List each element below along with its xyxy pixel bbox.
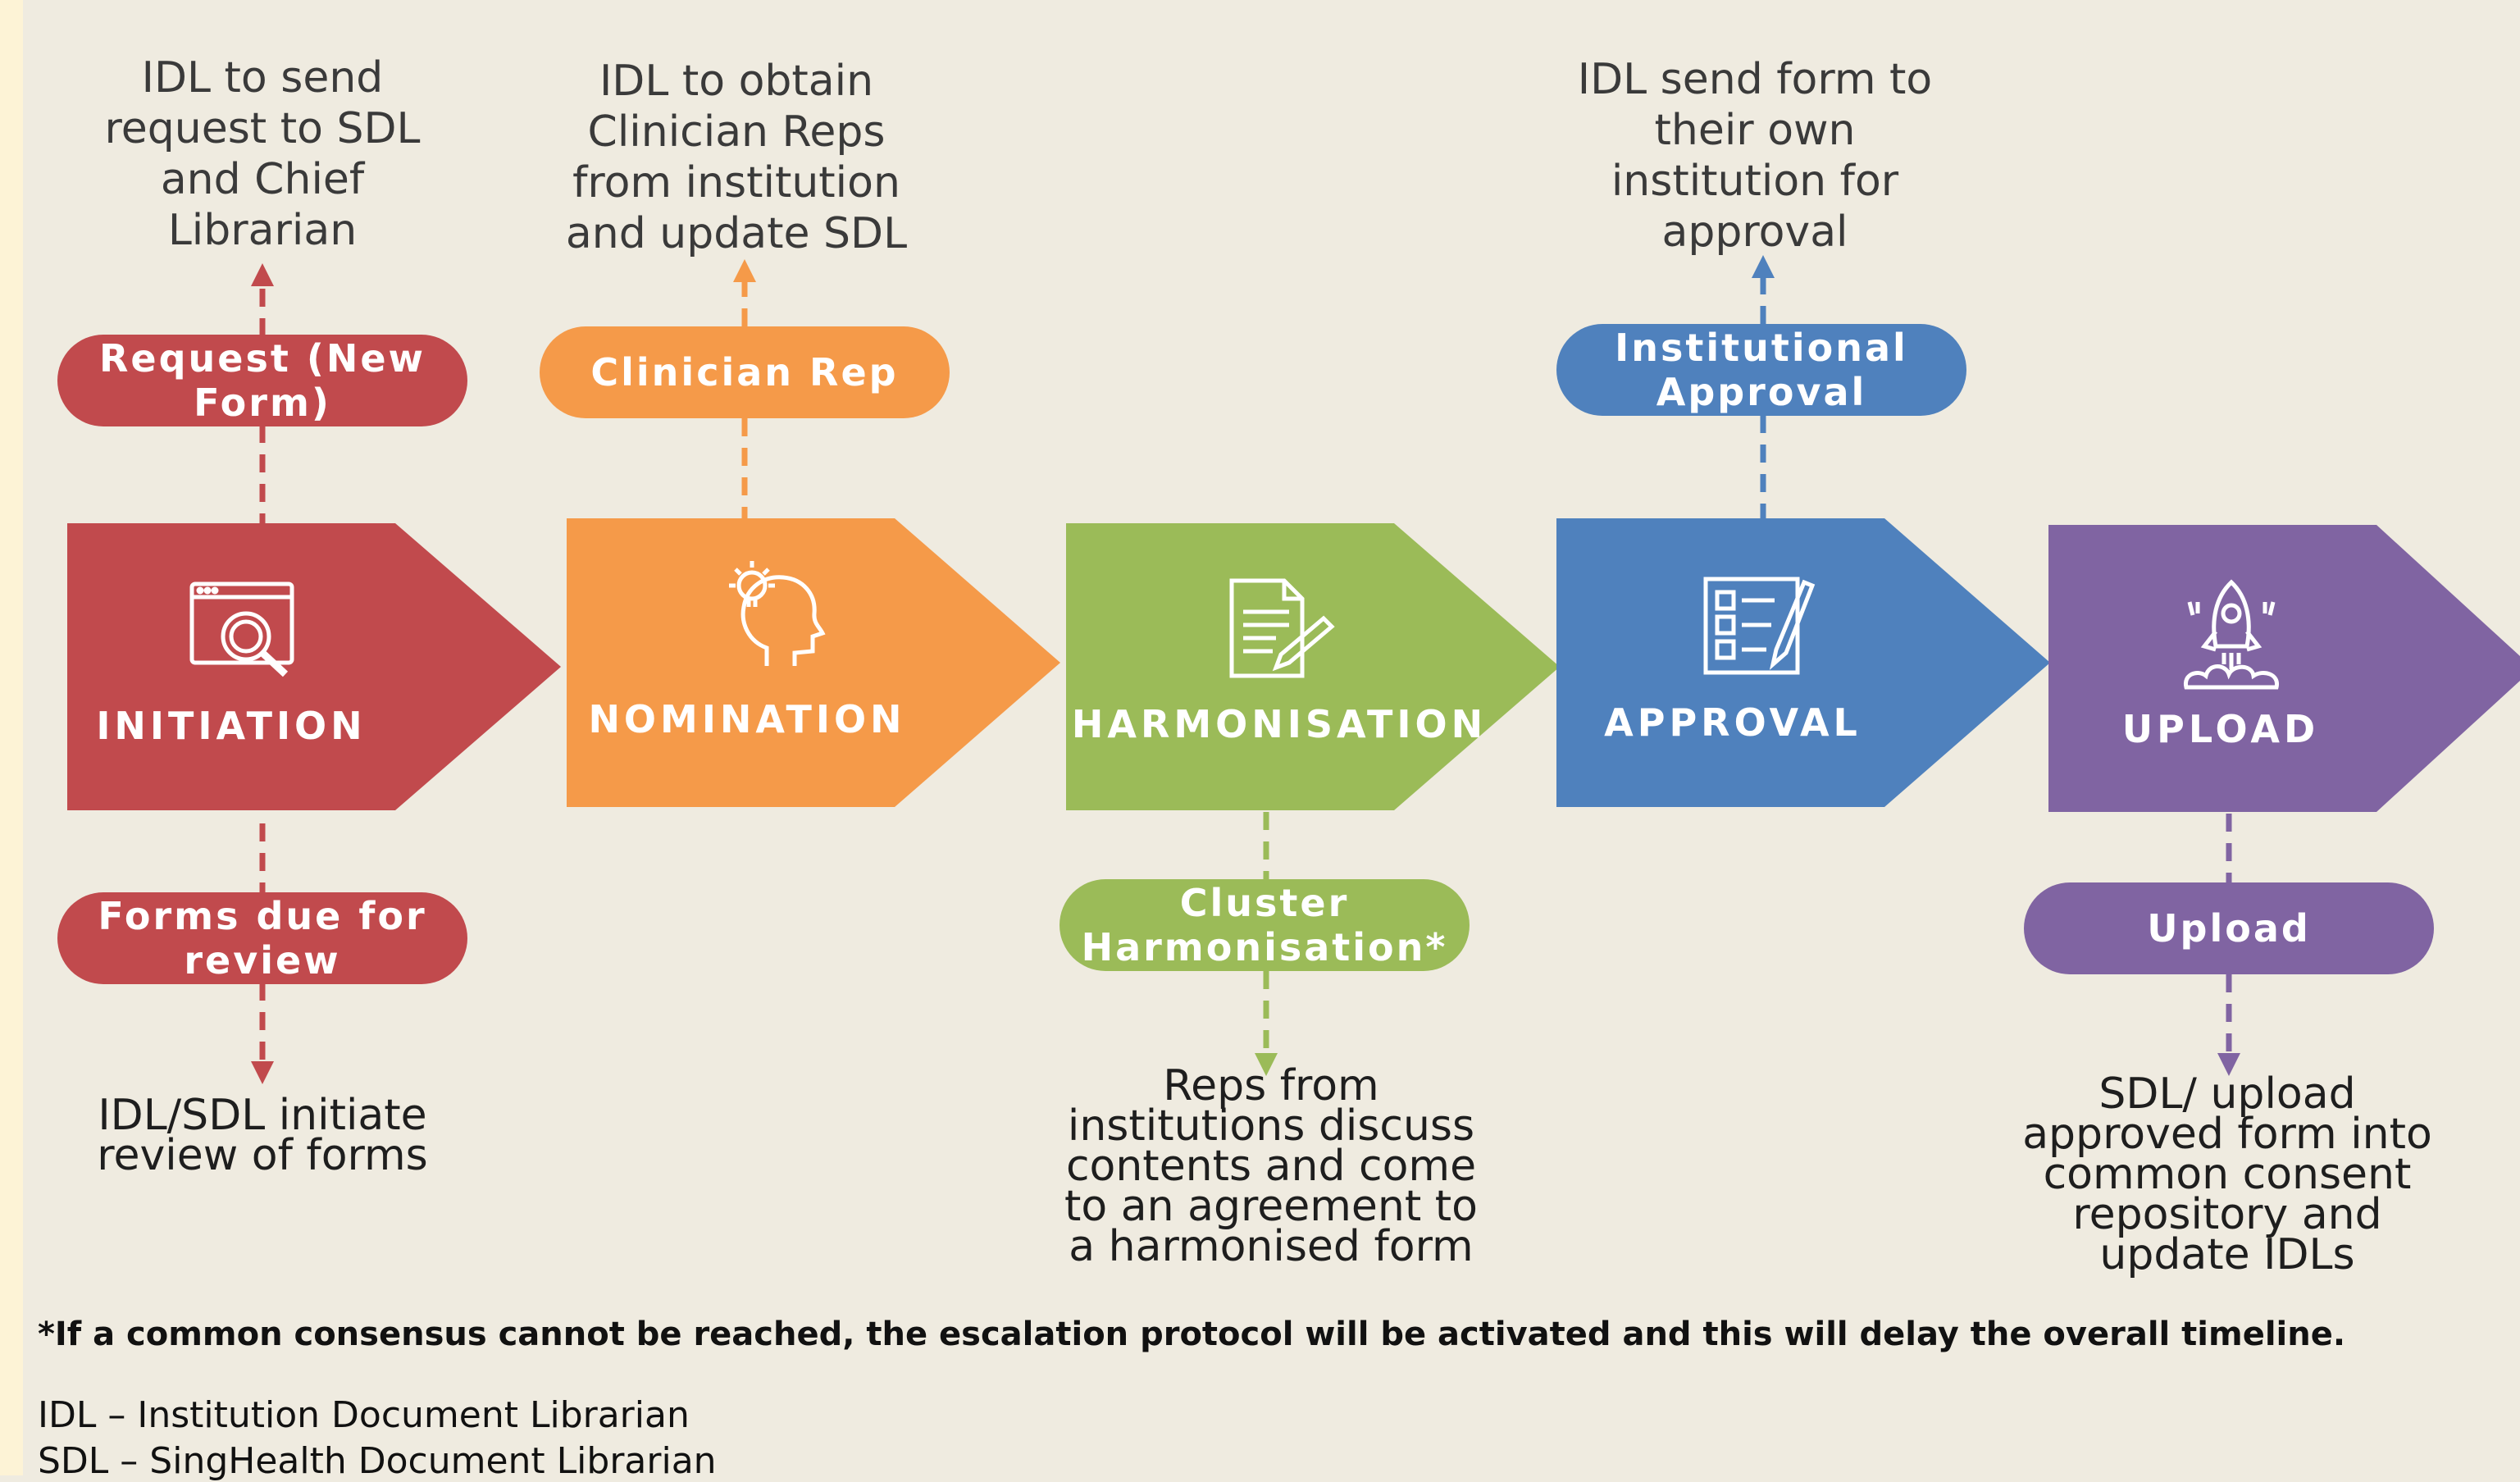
stage-label-upload: UPLOAD — [2121, 707, 2320, 751]
stage-label-approval: APPROVAL — [1604, 700, 1862, 745]
stage-upload: UPLOAD — [2048, 525, 2520, 812]
stage-harmonisation: HARMONISATION — [1066, 523, 1562, 810]
legend-sdl: SDL – SingHealth Document Librarian — [38, 1440, 717, 1482]
stage-approval: APPROVAL — [1556, 518, 2053, 807]
stage-label-harmonisation: HARMONISATION — [1071, 702, 1488, 746]
stage-initiation: INITIATION — [67, 523, 563, 810]
pill-clinician-rep: Clinician Rep — [540, 326, 950, 418]
left-edge-strip — [0, 0, 23, 1475]
pill-request-new-form: Request (New Form) — [57, 335, 467, 426]
document-pen-icon — [1227, 576, 1342, 686]
pill-cluster-harmonisation: Cluster Harmonisation* — [1059, 879, 1470, 971]
legend-idl: IDL – Institution Document Librarian — [38, 1394, 690, 1436]
lightbulb-head-icon — [716, 551, 831, 677]
note-institutional: IDL send form to their own institution f… — [1577, 55, 1933, 257]
stage-nomination: NOMINATION — [567, 518, 1063, 807]
checklist-pen-icon — [1702, 576, 1817, 681]
pill-forms-due-for-review: Forms due for review — [57, 892, 467, 984]
footnote: *If a common consensus cannot be reached… — [38, 1316, 2346, 1353]
stage-label-initiation: INITIATION — [96, 704, 367, 748]
rocket-icon — [2178, 577, 2285, 695]
note-cluster: Reps from institutions discuss contents … — [1064, 1061, 1478, 1271]
note-forms-due: IDL/SDL initiate review of forms — [97, 1091, 428, 1180]
note-clinician-rep: IDL to obtain Clinician Reps from instit… — [565, 57, 908, 258]
note-request: IDL to send request to SDL and Chief Lib… — [104, 53, 421, 255]
stage-label-nomination: NOMINATION — [588, 697, 906, 741]
note-upload: SDL/ upload approved form into common co… — [2022, 1069, 2432, 1279]
pill-institutional-approval: Institutional Approval — [1556, 324, 1966, 416]
magnifier-browser-icon — [189, 581, 303, 682]
pill-upload: Upload — [2024, 882, 2434, 974]
